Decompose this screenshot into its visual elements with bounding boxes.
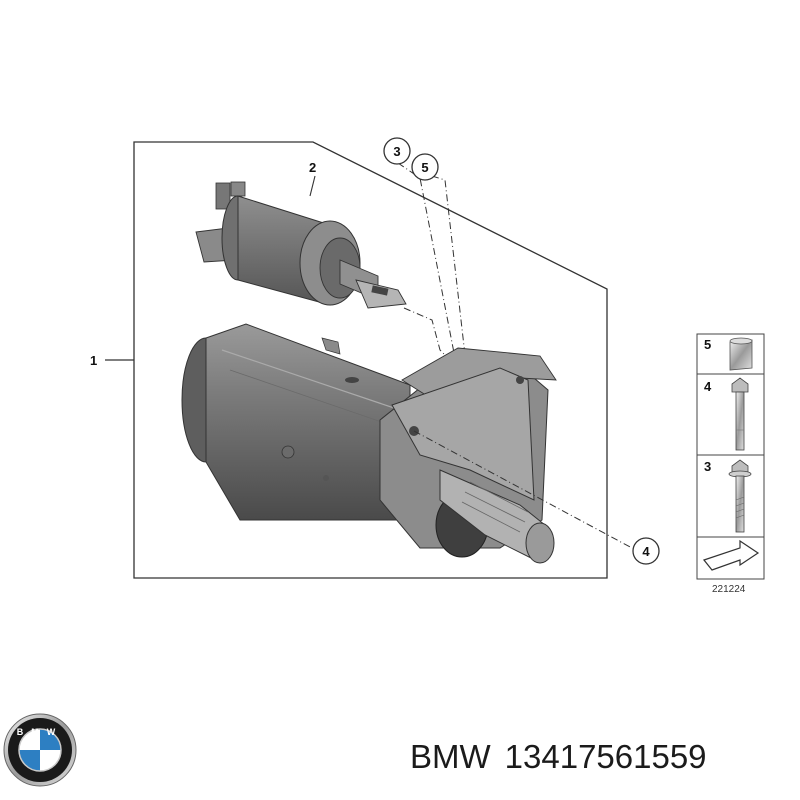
solenoid-part xyxy=(195,181,407,309)
callout-3-label: 3 xyxy=(393,144,400,159)
legend-row-3-number: 3 xyxy=(704,459,711,474)
parts-legend: 5 4 3 xyxy=(696,333,765,580)
caption-part-number: 13417561559 xyxy=(504,738,707,775)
legend-row-4-number: 4 xyxy=(704,379,712,394)
callout-5-leader xyxy=(431,175,466,356)
starter-motor-part xyxy=(181,323,557,564)
callout-1-label: 1 xyxy=(90,353,97,368)
callout-2-leader xyxy=(309,175,316,197)
callout-3-leader xyxy=(397,162,456,359)
callout-2-label: 2 xyxy=(309,160,316,175)
arrow-icon xyxy=(702,539,760,571)
callout-4-leader xyxy=(413,430,633,549)
caption-brand: BMW xyxy=(410,738,491,775)
callout-4-label: 4 xyxy=(642,544,650,559)
sleeve-icon xyxy=(729,337,753,371)
bmw-logo: BMW xyxy=(3,713,77,787)
legend-reference: 221224 xyxy=(712,584,746,595)
bmw-logo-text: BMW xyxy=(17,727,64,737)
callout-4-circle xyxy=(632,537,660,565)
callout-5-circle xyxy=(411,153,439,181)
callout-5-label: 5 xyxy=(421,160,428,175)
bolt-icon xyxy=(731,377,749,451)
part-caption: BMW 13417561559 xyxy=(410,738,795,776)
callout-3-circle xyxy=(383,137,411,165)
flange-bolt-icon xyxy=(728,459,752,533)
legend-row-5-number: 5 xyxy=(704,337,711,352)
assembly-frame xyxy=(133,141,608,579)
